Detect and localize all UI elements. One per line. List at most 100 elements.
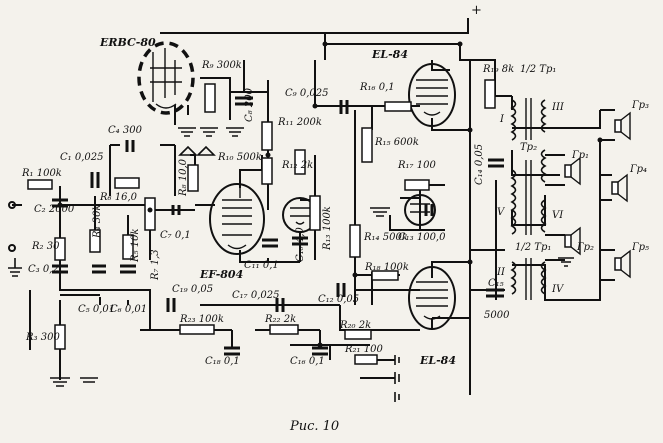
label-winding-1: I: [499, 114, 505, 125]
capacitor-c12: [336, 283, 346, 297]
label-r6: R₆ 16,0: [99, 192, 138, 203]
label-r11: R₁₁ 200k: [277, 117, 322, 128]
tube-erbc-80: [137, 41, 195, 115]
label-r22: R₂₂ 2k: [264, 314, 296, 325]
resistor-r5: [122, 234, 134, 260]
label-c7: C₇ 0,1: [160, 230, 191, 241]
label-gr1: Гp₁: [571, 150, 589, 161]
capacitor-c3: [52, 264, 68, 274]
resistor-r13: [309, 195, 321, 231]
tube-el-84-lower: [408, 266, 456, 330]
tube-el-84-upper-electrodes: [416, 79, 448, 116]
label-supply: +: [471, 3, 482, 18]
label-c9: C₉ 0,025: [285, 88, 328, 99]
capacitor-c15: [486, 288, 504, 298]
label-c5: C₅ 0,01: [78, 304, 115, 315]
resistor-r2: [54, 237, 66, 261]
label-r3: R₃ 300: [25, 332, 60, 343]
transformers: [510, 98, 547, 300]
speaker-gr1: [564, 156, 581, 186]
transformer-tp2: [510, 149, 547, 235]
label-r4: R₄ 30k: [92, 204, 103, 239]
resistor-r11: [261, 121, 273, 151]
capacitor-c1: [90, 172, 100, 188]
tube-el-84-lower-electrodes: [416, 281, 448, 320]
label-c13: C₁₃ 100,0: [398, 232, 446, 243]
label-gr2: Гp₂: [576, 242, 594, 253]
tube-el-84-upper: [408, 63, 456, 127]
capacitor-c6: [120, 264, 136, 274]
label-r20: R₂₀ 2k: [339, 320, 371, 331]
label-r1: R₁ 100k: [21, 168, 62, 179]
label-r16: R₁₆ 0,1: [359, 82, 395, 93]
capacitor-c10: [292, 236, 308, 246]
resistor-r1: [27, 179, 53, 190]
label-winding-4: IV: [551, 284, 565, 295]
capacitor-c13: [424, 204, 434, 216]
label-r17: R₁₇ 100: [397, 160, 436, 171]
label-tp1-upper: 1/2 Tp₁: [520, 64, 556, 75]
resistor-r19: [484, 79, 496, 109]
resistor-r12: [294, 149, 306, 175]
label-winding-5: V: [497, 207, 506, 218]
resistor-r20: [344, 329, 372, 340]
resistor-r18: [371, 270, 399, 281]
resistor-r14: [349, 224, 361, 258]
speaker-gr3: [614, 111, 631, 141]
capacitor-c4: [125, 140, 135, 152]
resistor-r10: [261, 157, 273, 185]
label-c14: C₁₄ 0,05: [474, 144, 485, 185]
transformer-tp1-upper: [510, 98, 547, 141]
resistors: [27, 79, 496, 365]
capacitor-c14: [488, 158, 504, 168]
resistor-r23: [179, 324, 215, 335]
label-tp2: Tp₂: [520, 142, 537, 153]
label-r10: R₁₀ 500k: [217, 152, 262, 163]
label-tube-erbc-80: ERBC-80: [99, 36, 156, 49]
label-c15-value: 5000: [484, 310, 510, 321]
speakers: [564, 111, 631, 279]
capacitor-c19: [166, 298, 176, 312]
speaker-gr4: [611, 173, 628, 203]
capacitor-c9: [339, 100, 349, 114]
tube-ef-804: [209, 183, 265, 255]
label-r14: R₁₄ 500k: [363, 232, 408, 243]
label-r12: R₁₂ 2k: [281, 160, 313, 171]
label-c1: C₁ 0,025: [60, 152, 103, 163]
label-c18: C₁₈ 0,1: [205, 356, 240, 367]
resistor-r16: [384, 101, 412, 112]
speaker-gr5: [614, 249, 631, 279]
label-r7: R₇ 1,3: [150, 249, 161, 281]
resistor-r15: [361, 127, 373, 163]
tube-small-output: [404, 194, 436, 226]
speaker-gr2: [564, 226, 581, 256]
tube-erbc-80-electrodes: [150, 48, 182, 109]
label-r21: R₂₁ 100: [344, 344, 383, 355]
resistor-r21: [354, 354, 378, 365]
label-tube-el-84-lower: EL-84: [419, 354, 456, 367]
label-c2: C₂ 2000: [34, 204, 75, 215]
capacitor-c8: [235, 96, 253, 106]
label-c12: C₁₂ 0,05: [318, 294, 359, 305]
label-tp1-lower: 1/2 Tp₁: [515, 242, 551, 253]
label-c19: C₁₉ 0,05: [172, 284, 213, 295]
resistor-r8: [187, 164, 199, 192]
label-r13: R₁₃ 100k: [322, 206, 333, 251]
capacitor-c17: [275, 298, 285, 312]
label-r8: R₈ 10,0: [178, 158, 189, 197]
label-tube-ef-804: EF-804: [199, 268, 243, 281]
figure-caption: Рис. 10: [289, 419, 339, 434]
label-gr3: Гp₃: [631, 100, 649, 111]
tubes: [137, 41, 456, 330]
label-r18: R₁₈ 100k: [364, 262, 409, 273]
resistor-r9: [204, 83, 216, 113]
label-gr5: Гp₅: [631, 242, 649, 253]
label-winding-2: II: [496, 267, 506, 278]
resistor-r4: [89, 229, 101, 253]
tube-ef-804-electrodes: [222, 188, 252, 250]
label-r5: R₅ 10k: [130, 228, 141, 263]
capacitor-c11: [262, 238, 278, 248]
resistor-r3: [54, 324, 66, 350]
label-r23: R₂₃ 100k: [179, 314, 224, 325]
